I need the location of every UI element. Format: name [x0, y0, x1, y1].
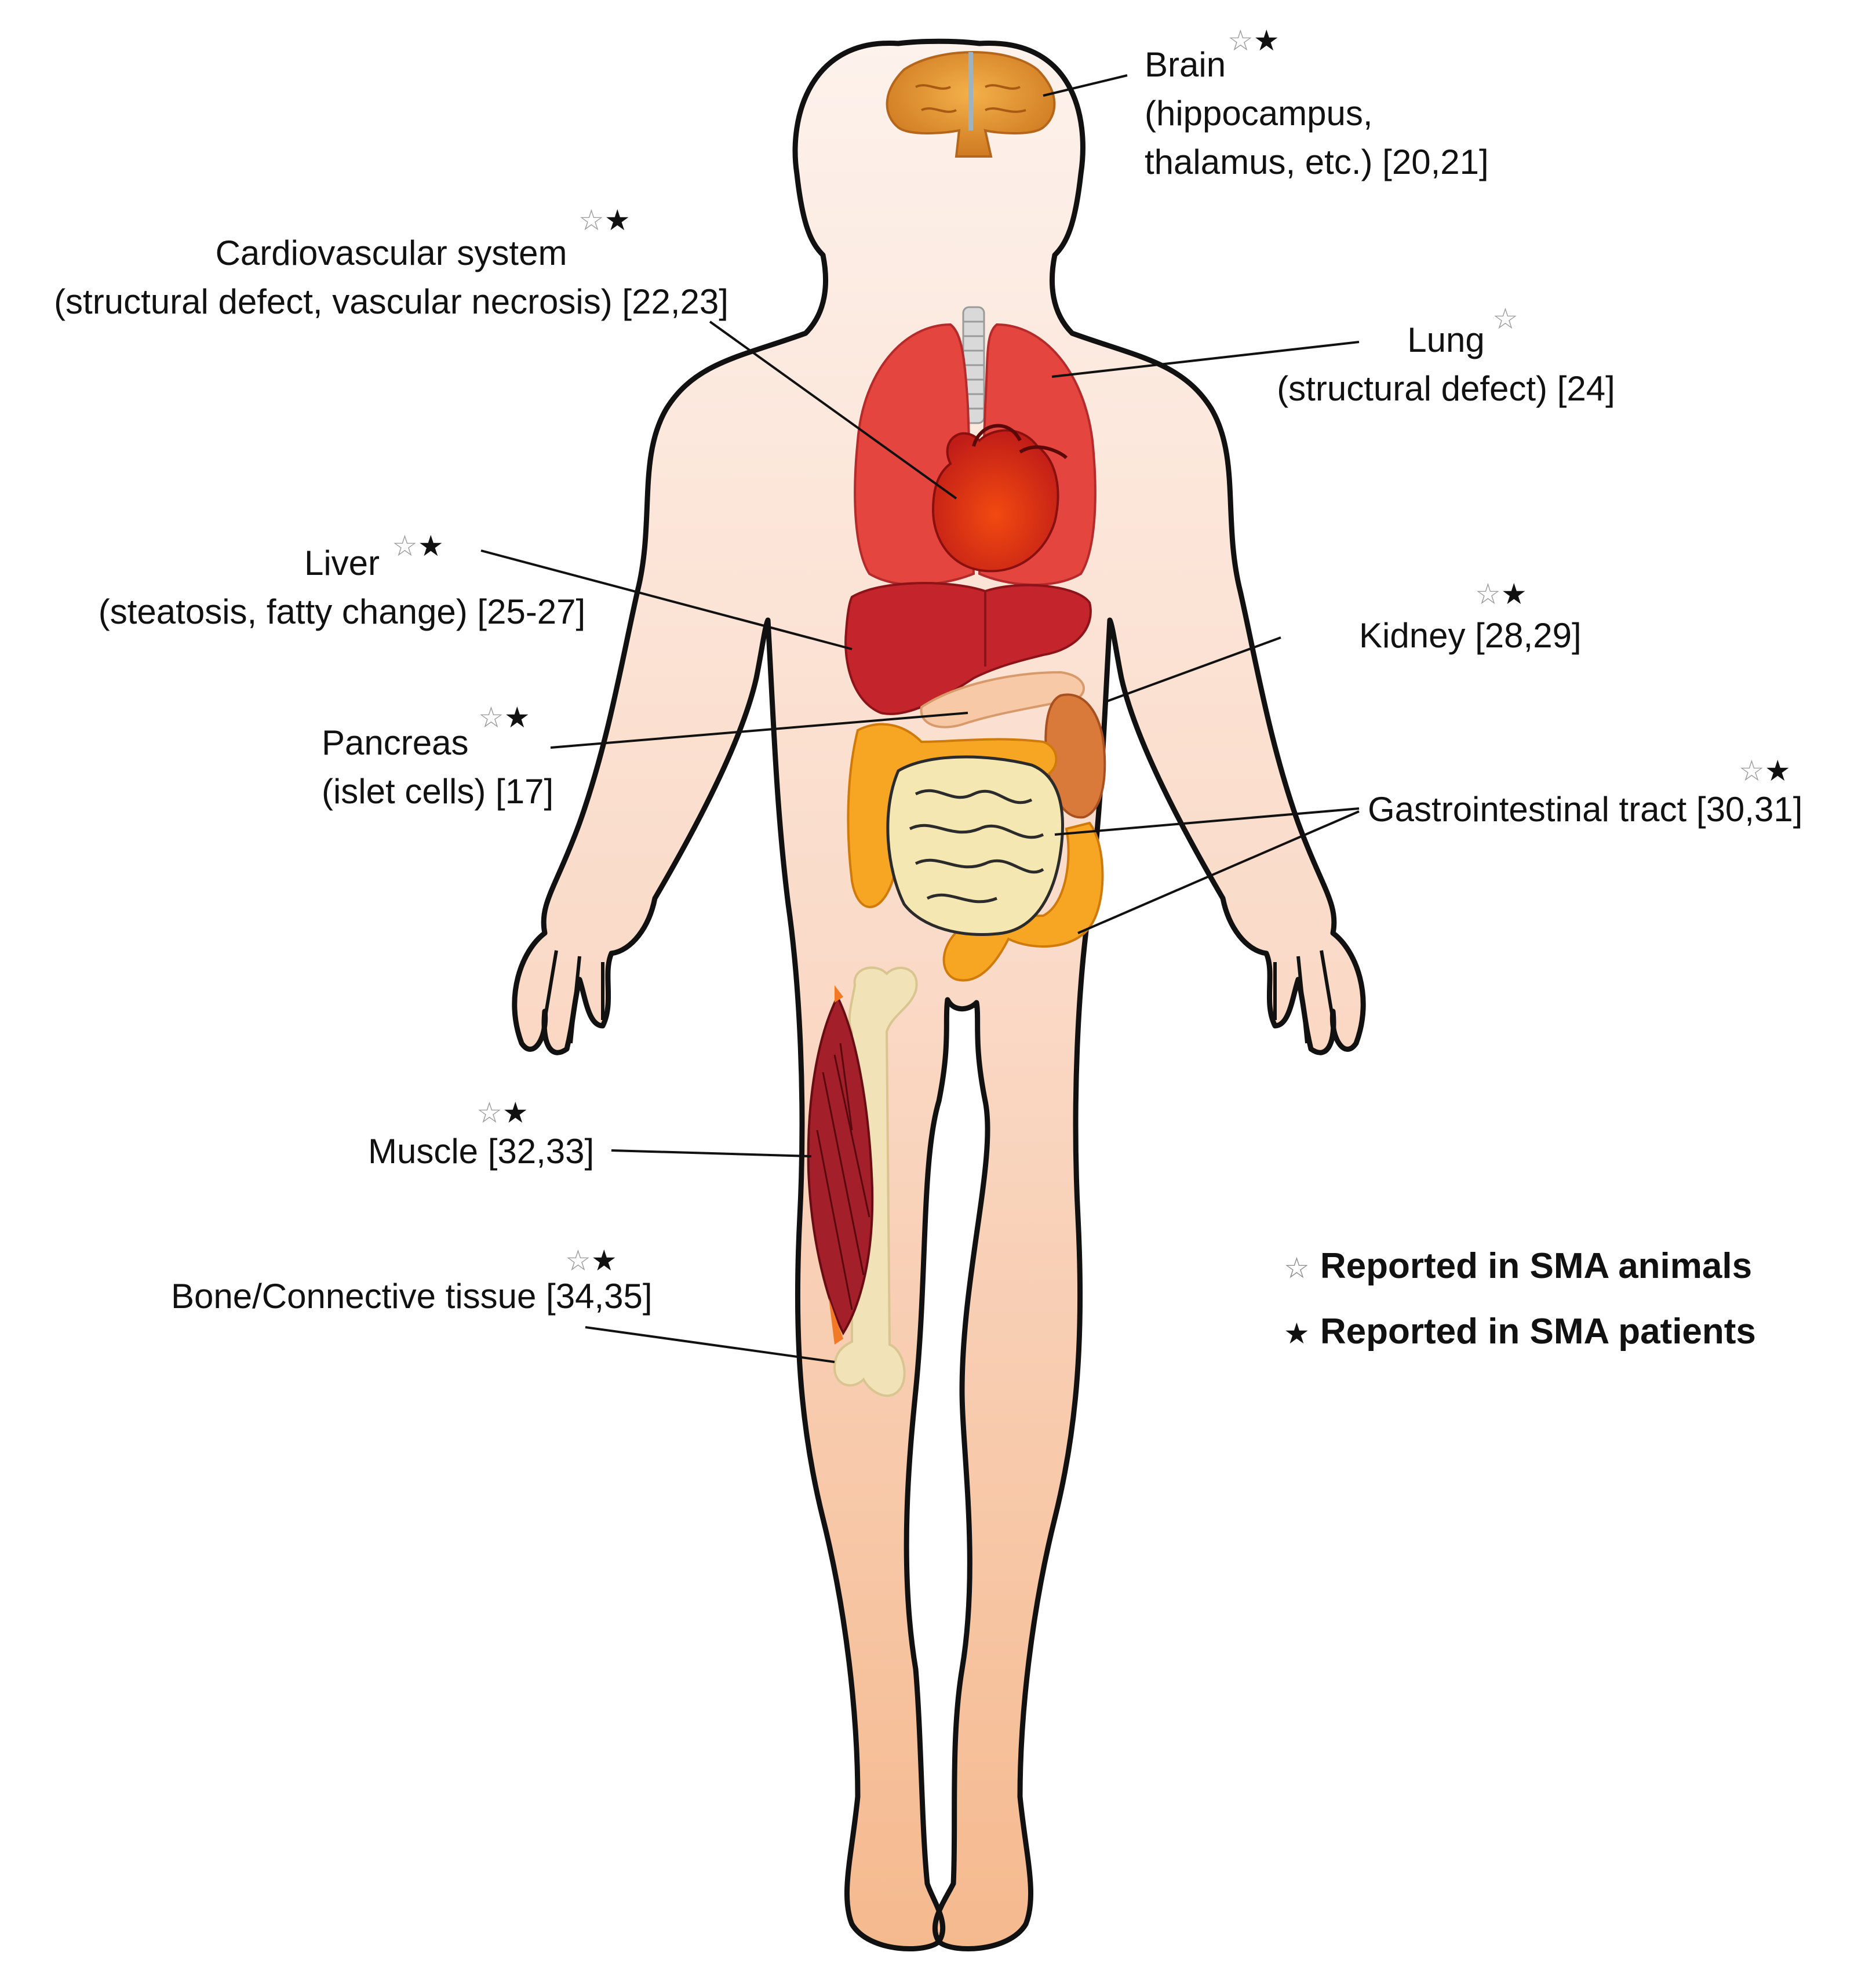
right-hand-fingers	[540, 950, 604, 1044]
kidney-stars: ☆★	[1475, 577, 1527, 611]
leader-brain	[1043, 74, 1128, 97]
leader-kidney	[1106, 636, 1281, 702]
animal-star-icon: ☆	[1492, 302, 1518, 336]
gi-name: Gastrointestinal tract [30,31]	[1368, 790, 1803, 829]
leader-lines	[480, 74, 1360, 1363]
bone-stars: ☆★	[565, 1243, 617, 1278]
legend-patients-label: Reported in SMA patients	[1320, 1312, 1756, 1352]
label-cardio: Cardiovascular system (structural defect…	[6, 229, 777, 326]
legend-animals-label: Reported in SMA animals	[1320, 1246, 1753, 1286]
liver-illustration	[844, 582, 1092, 715]
brain-detail-2: thalamus, etc.) [20,21]	[1145, 143, 1489, 181]
patient-star-icon: ★	[604, 203, 631, 237]
small-intestine-illustration	[886, 755, 1064, 936]
kidney-name: Kidney [28,29]	[1359, 616, 1582, 655]
animal-star-icon: ☆	[1475, 577, 1501, 611]
lung-stars: ☆	[1492, 301, 1518, 336]
muscle-illustration	[807, 985, 874, 1345]
leader-muscle	[611, 1149, 812, 1157]
patient-star-icon: ★	[591, 1244, 617, 1277]
leader-gi-2	[1077, 810, 1360, 934]
legend: ☆ Reported in SMA animals ★ Reported in SM…	[1284, 1243, 1756, 1357]
label-pancreas: Pancreas (islet cells) [17]	[322, 719, 553, 816]
brain-name: Brain	[1145, 45, 1226, 84]
animal-star-icon: ☆	[578, 203, 604, 237]
liver-stars: ☆★	[392, 529, 444, 563]
leader-gi-1	[1054, 807, 1360, 836]
patient-star-icon: ★	[1764, 754, 1791, 788]
liver-detail: (steatosis, fatty change) [25-27]	[98, 592, 586, 631]
brain-detail-1: (hippocampus,	[1145, 94, 1373, 133]
leader-lung	[1051, 341, 1360, 378]
brain-illustration	[886, 51, 1056, 158]
label-kidney: Kidney [28,29]	[1359, 611, 1582, 660]
label-brain: Brain (hippocampus, thalamus, etc.) [20,…	[1145, 41, 1489, 187]
legend-patients: ★ Reported in SMA patients	[1284, 1309, 1756, 1357]
label-muscle: Muscle [32,33]	[368, 1127, 594, 1176]
label-liver: Liver (steatosis, fatty change) [25-27]	[67, 539, 617, 636]
body-silhouette	[512, 38, 1366, 1951]
legend-animals: ☆ Reported in SMA animals	[1284, 1243, 1756, 1291]
animal-star-icon: ☆	[565, 1244, 591, 1277]
kidney-illustration	[1044, 693, 1106, 819]
leader-pancreas	[550, 712, 968, 749]
filled-star-icon: ★	[1284, 1317, 1310, 1350]
cardio-detail: (structural defect, vascular necrosis) […	[54, 282, 728, 321]
heart-illustration	[931, 424, 1068, 573]
gi-stars: ☆★	[1739, 753, 1791, 788]
patient-star-icon: ★	[504, 701, 530, 734]
label-bone: Bone/Connective tissue [34,35]	[171, 1272, 653, 1321]
left-hand-fingers	[1273, 950, 1338, 1044]
open-star-icon: ☆	[1284, 1251, 1310, 1285]
leader-bone	[585, 1326, 835, 1363]
brain-stars: ☆★	[1227, 23, 1280, 58]
animal-star-icon: ☆	[1227, 24, 1254, 57]
muscle-name: Muscle [32,33]	[368, 1132, 595, 1171]
animal-star-icon: ☆	[476, 1096, 502, 1130]
muscle-stars: ☆★	[476, 1095, 529, 1130]
patient-star-icon: ★	[417, 529, 444, 563]
cardio-name: Cardiovascular system	[215, 234, 567, 272]
lung-name: Lung	[1407, 320, 1485, 359]
label-gi: Gastrointestinal tract [30,31]	[1368, 785, 1802, 834]
liver-name: Liver	[304, 544, 380, 582]
lung-detail: (structural defect) [24]	[1277, 369, 1615, 408]
patient-star-icon: ★	[1253, 24, 1280, 57]
pancreas-detail: (islet cells) [17]	[322, 772, 554, 811]
bone-name: Bone/Connective tissue [34,35]	[171, 1277, 653, 1316]
pancreas-name: Pancreas	[322, 723, 469, 762]
patient-star-icon: ★	[502, 1096, 529, 1130]
leader-liver	[480, 549, 853, 650]
pancreas-stars: ☆★	[478, 700, 530, 735]
animal-star-icon: ☆	[1739, 754, 1765, 788]
leader-cardio	[709, 320, 957, 500]
animal-star-icon: ☆	[478, 701, 504, 734]
label-lung: Lung (structural defect) [24]	[1252, 316, 1640, 413]
patient-star-icon: ★	[1500, 577, 1527, 611]
cardio-stars: ☆★	[578, 203, 631, 238]
animal-star-icon: ☆	[392, 529, 418, 563]
